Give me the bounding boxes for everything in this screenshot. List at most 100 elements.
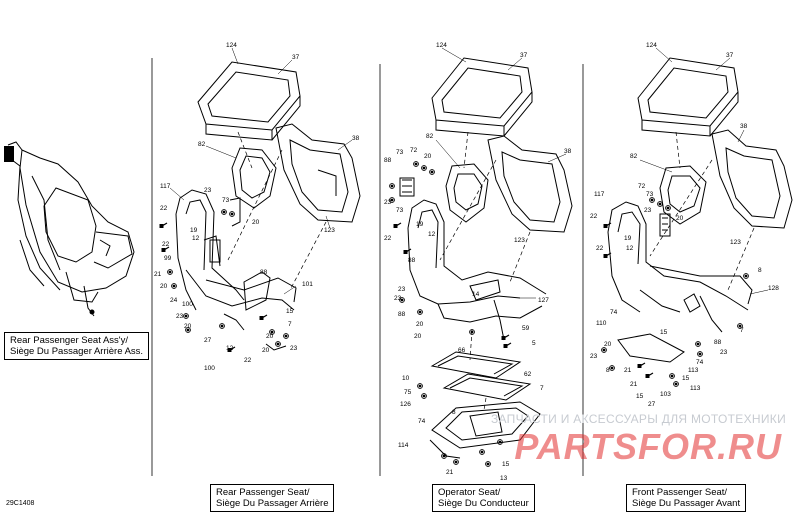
callout: 38 bbox=[740, 123, 748, 130]
callout: 73 bbox=[222, 197, 230, 204]
callout: 20 bbox=[604, 341, 612, 348]
caption-line: Siège Du Conducteur bbox=[438, 498, 529, 509]
callout: 8 bbox=[758, 267, 762, 274]
callout: 15 bbox=[502, 461, 510, 468]
callout: 74 bbox=[610, 309, 618, 316]
callout: 20 bbox=[676, 215, 684, 222]
callout: 126 bbox=[400, 401, 411, 408]
caption-line: Rear Passenger Seat/ bbox=[216, 487, 310, 498]
callout: 88 bbox=[260, 269, 268, 276]
rear-seat-dashed-guides bbox=[227, 131, 327, 291]
callout: 82 bbox=[426, 133, 434, 140]
callout: 20 bbox=[184, 323, 192, 330]
callout: 75 bbox=[404, 389, 412, 396]
callout: 21 bbox=[630, 381, 638, 388]
front-seat-callout-labels: 124 37 82 38 117 72 73 22 23 20 123 22 1… bbox=[590, 42, 779, 408]
callout: 7 bbox=[540, 385, 544, 392]
callout: 20 bbox=[266, 333, 274, 340]
callout: 20 bbox=[262, 347, 270, 354]
callout: 13 bbox=[500, 475, 508, 482]
callout: 37 bbox=[292, 54, 300, 61]
callout: 37 bbox=[726, 52, 734, 59]
callout: 99 bbox=[164, 255, 172, 262]
callout: 5 bbox=[532, 340, 536, 347]
callout: 8 bbox=[452, 409, 456, 416]
callout: 74 bbox=[418, 418, 426, 425]
callout: 19 bbox=[416, 221, 424, 228]
callout: 124 bbox=[646, 42, 657, 49]
callout: 10 bbox=[402, 375, 410, 382]
callout: 20 bbox=[252, 219, 260, 226]
caption-rear-assembly: Rear Passenger Seat Ass'y/ Siège Du Pass… bbox=[4, 332, 150, 360]
callout: 82 bbox=[198, 141, 206, 148]
callout: 19 bbox=[624, 235, 632, 242]
callout: 27 bbox=[204, 337, 212, 344]
callout: 124 bbox=[226, 42, 237, 49]
rear-seat-leader-lines bbox=[169, 47, 353, 295]
callout: 38 bbox=[352, 135, 360, 142]
callout: 59 bbox=[522, 325, 530, 332]
callout: 23 bbox=[398, 286, 406, 293]
callout: 12 bbox=[226, 345, 234, 352]
rear-seat-assembly-illustration bbox=[4, 141, 135, 317]
callout: 88 bbox=[398, 311, 406, 318]
callout: 22 bbox=[160, 205, 168, 212]
callout: 123 bbox=[514, 237, 525, 244]
operator-seat-exploded-illustration bbox=[389, 57, 573, 467]
callout: 23 bbox=[590, 353, 598, 360]
rear-seat-callout-labels: 124 37 82 38 117 22 23 73 20 123 22 19 1… bbox=[154, 42, 360, 372]
callout: 37 bbox=[520, 52, 528, 59]
caption-line: Siège Du Passager Avant bbox=[632, 498, 741, 509]
callout: 20 bbox=[414, 333, 422, 340]
callout: 73 bbox=[396, 149, 404, 156]
callout: 23 bbox=[290, 345, 298, 352]
callout: 101 bbox=[302, 281, 313, 288]
callout: 21 bbox=[154, 271, 162, 278]
operator-seat-dashed-guides bbox=[439, 131, 531, 411]
callout: 15 bbox=[660, 329, 668, 336]
diagram-code: 29C1408 bbox=[6, 500, 35, 507]
callout: 123 bbox=[324, 227, 335, 234]
callout: 22 bbox=[596, 245, 604, 252]
callout: 82 bbox=[630, 153, 638, 160]
callout: 23 bbox=[394, 295, 402, 302]
operator-seat-leader-lines bbox=[435, 47, 567, 299]
callout: 103 bbox=[660, 391, 671, 398]
callout: 128 bbox=[768, 285, 779, 292]
callout: 21 bbox=[446, 469, 454, 476]
section-dividers bbox=[151, 58, 584, 476]
caption-line: Siège Du Passager Arrière Ass. bbox=[10, 346, 144, 357]
callout: 66 bbox=[458, 347, 466, 354]
callout: 14 bbox=[472, 291, 480, 298]
callout: 22 bbox=[162, 241, 170, 248]
callout: 20 bbox=[424, 153, 432, 160]
caption-line: Operator Seat/ bbox=[438, 487, 501, 498]
callout: 20 bbox=[160, 283, 168, 290]
front-seat-leader-lines bbox=[639, 47, 769, 295]
watermark-text: ЗАПЧАСТИ И АКСЕССУАРЫ ДЛЯ МОТОТЕХНИКИ bbox=[490, 412, 786, 426]
callout: 100 bbox=[204, 365, 215, 372]
callout: 21 bbox=[624, 367, 632, 374]
callout: 88 bbox=[408, 257, 416, 264]
callout: 72 bbox=[638, 183, 646, 190]
callout: 23 bbox=[204, 187, 212, 194]
front-seat-exploded-illustration bbox=[601, 57, 793, 387]
callout: 110 bbox=[596, 320, 607, 327]
callout: 123 bbox=[730, 239, 741, 246]
callout: 19 bbox=[190, 227, 198, 234]
callout: 117 bbox=[594, 191, 605, 198]
front-seat-dashed-guides bbox=[649, 131, 755, 291]
callout: 12 bbox=[626, 245, 634, 252]
callout: 12 bbox=[428, 231, 436, 238]
caption-line: Siège Du Passager Arrière bbox=[216, 498, 329, 509]
callout: 8 bbox=[606, 367, 610, 374]
callout: 12 bbox=[192, 235, 200, 242]
callout: 117 bbox=[160, 183, 171, 190]
callout: 22 bbox=[384, 235, 392, 242]
callout: 7 bbox=[288, 321, 292, 328]
caption-front-seat: Front Passenger Seat/ Siège Du Passager … bbox=[626, 484, 747, 512]
callout: 124 bbox=[436, 42, 447, 49]
callout: 23 bbox=[644, 207, 652, 214]
callout: 62 bbox=[524, 371, 532, 378]
